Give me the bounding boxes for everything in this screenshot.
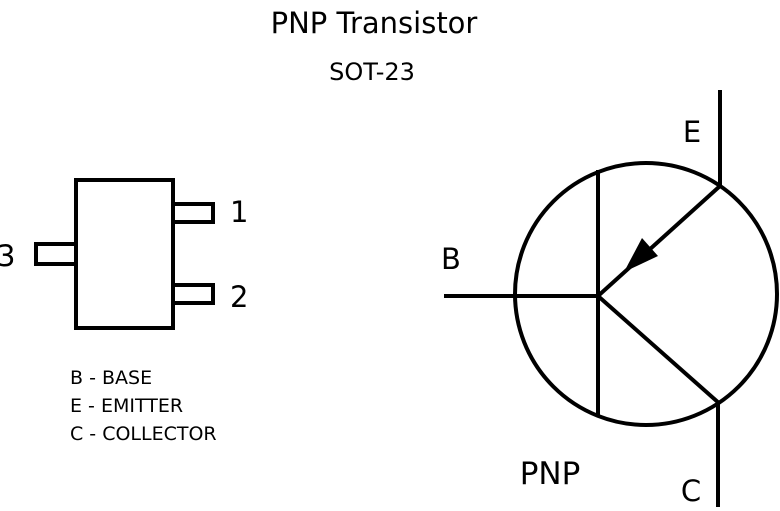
legend-emitter: E - EMITTER xyxy=(70,395,183,417)
legend-base: B - BASE xyxy=(70,367,152,389)
sot23-package: 1 2 3 xyxy=(0,178,248,330)
diagram-subtitle: SOT-23 xyxy=(329,58,415,86)
pin-legend: B - BASE E - EMITTER C - COLLECTOR xyxy=(70,367,217,445)
pin-1-label: 1 xyxy=(230,195,248,229)
diagram-title: PNP Transistor xyxy=(271,6,478,40)
pin-2-label: 2 xyxy=(230,280,248,314)
emitter-arrow-icon xyxy=(624,238,658,272)
package-body xyxy=(74,178,175,330)
emitter-line xyxy=(596,184,722,298)
legend-collector: C - COLLECTOR xyxy=(70,423,217,445)
emitter-label: E xyxy=(683,115,701,149)
symbol-type-label: PNP xyxy=(520,456,581,492)
pin-2-pad xyxy=(171,283,215,305)
pin-1-pad xyxy=(171,202,215,224)
collector-label: C xyxy=(681,474,701,508)
collector-line xyxy=(596,294,722,406)
base-label: B xyxy=(441,242,461,276)
pin-3-pad xyxy=(34,242,78,266)
pin-3-label: 3 xyxy=(0,239,15,273)
pnp-symbol: E B C PNP xyxy=(441,90,779,508)
